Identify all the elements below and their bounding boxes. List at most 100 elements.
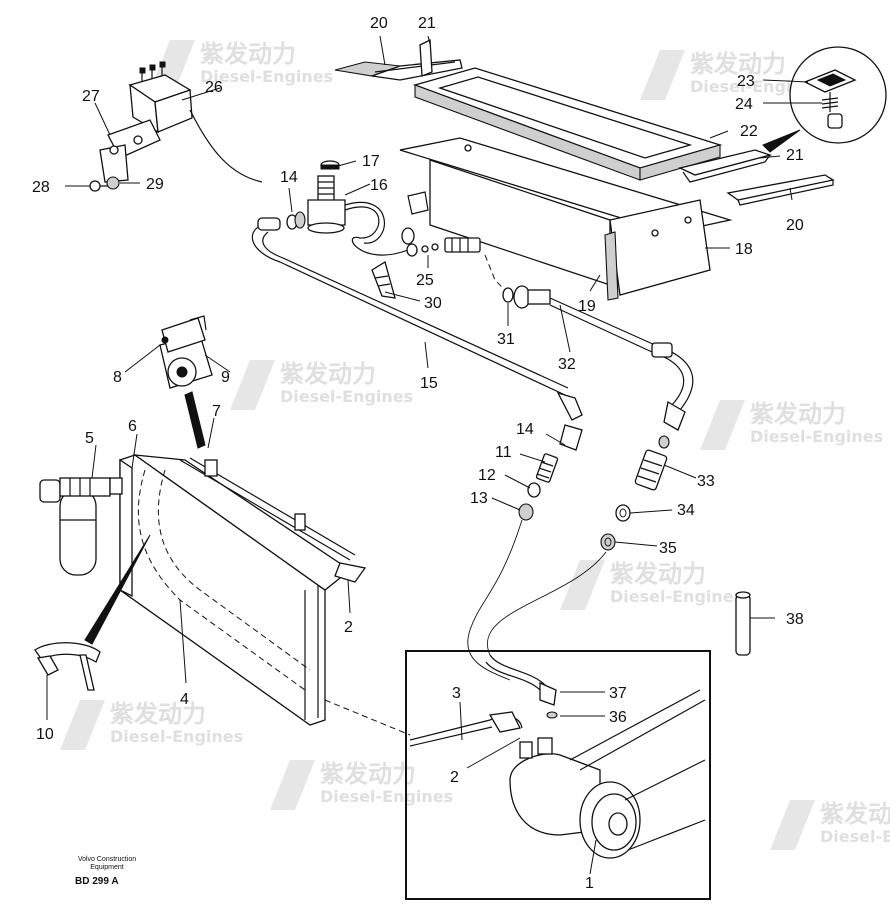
svg-text:紫发动力: 紫发动力 [200,40,296,68]
svg-text:Diesel-Engines: Diesel-Engines [280,387,413,406]
hose-3-inset [409,711,523,747]
watermark: 紫发动力 Diesel-Engines [770,800,890,850]
inset-compressor-frame [405,650,711,900]
part-20-right-strip [726,174,835,206]
callout-20: 20 [370,15,388,32]
callout-21: 21 [418,15,436,32]
watermark: 紫发动力 Diesel-Engines [700,400,883,450]
callout-18: 18 [735,241,753,258]
callout-2: 2 [344,619,353,636]
callout-22: 22 [740,123,758,140]
watermark: 紫发动力 Diesel-Engines [270,760,453,810]
part-7-bracket [184,391,206,449]
part-28-29-screw-nut [89,176,120,192]
part-5-receiver-dryer [39,477,123,576]
callout-32: 32 [558,356,576,373]
svg-text:Diesel-Engines: Diesel-Engines [110,727,243,746]
part-14-fitting-top [286,211,306,230]
part-38-sleeve [735,591,751,656]
callout-15: 15 [420,375,438,392]
part-27-bracket [99,119,161,183]
svg-text:Diesel-Engines: Diesel-Engines [320,787,453,806]
svg-text:紫发动力: 紫发动力 [610,560,706,588]
part-34-ring [615,504,631,522]
callout-7: 7 [212,403,221,420]
callout-19: 19 [578,298,596,315]
callout-11: 11 [495,444,512,461]
svg-text:紫发动力: 紫发动力 [820,800,890,828]
part-1-compressor [509,689,706,859]
callout-9: 9 [221,369,230,386]
callout-5: 5 [85,430,94,447]
watermark: 紫发动力 Diesel-Engines [230,360,413,410]
callout-6: 6 [128,418,137,435]
callout-25: 25 [416,272,434,289]
callout-12: 12 [478,467,496,484]
callout-20: 20 [786,217,804,234]
figure-code: BD 299 A [75,876,119,887]
callout-29: 29 [146,176,164,193]
svg-text:Diesel-Engines: Diesel-Engines [750,427,883,446]
part-21-right-strip [678,149,773,183]
part-14-fitting-lower [559,424,583,451]
svg-text:Diesel-Engines: Diesel-Engines [610,587,743,606]
caption-line-1: Volvo Construction [77,856,137,863]
leader-lines [46,35,822,875]
callout-27: 27 [82,88,100,105]
callout-3: 3 [452,685,461,702]
part-35-ring [600,533,616,551]
callout-16: 16 [370,177,388,194]
callout-14: 14 [516,421,534,438]
manufacturer-caption: Volvo Construction Equipment [62,856,152,872]
callout-1: 1 [585,875,594,892]
callout-17: 17 [362,153,380,170]
svg-text:紫发动力: 紫发动力 [320,760,416,788]
callout-13: 13 [470,490,488,507]
part-22-frame [412,67,723,181]
callout-37: 37 [609,685,627,702]
callout-34: 34 [677,502,695,519]
callout-21: 21 [786,147,804,164]
callout-28: 28 [32,179,50,196]
part-9-blower [159,315,213,389]
hose-15 [251,217,583,421]
callout-labels: 1 2 2 3 4 5 6 7 8 9 10 11 12 13 14 14 15… [32,15,804,892]
callout-4: 4 [180,691,189,708]
part-13-ring [518,503,534,521]
svg-text:Diesel-Engines: Diesel-Engines [200,67,333,86]
callout-14: 14 [280,169,298,186]
callout-35: 35 [659,540,677,557]
caption-line-2: Equipment [90,864,124,871]
callout-31: 31 [497,331,515,348]
part-11-fitting [535,453,559,483]
svg-text:紫发动力: 紫发动力 [750,400,846,428]
callout-33: 33 [697,473,715,490]
part-36-37-fitting [485,654,558,719]
part-10-strap [34,534,151,691]
watermark: 紫发动力 Diesel-Engines [60,700,243,750]
callout-36: 36 [609,709,627,726]
part-30-clip [371,260,396,299]
part-4-condenser [119,454,367,726]
part-33-fitting [634,435,670,491]
svg-text:紫发动力: 紫发动力 [110,700,206,728]
hose-to-inset [324,699,411,736]
watermark: 紫发动力 Diesel-Engines [560,560,743,610]
callout-8: 8 [113,369,122,386]
callout-30: 30 [424,295,442,312]
detail-circle-23-24 [762,46,887,153]
part-19-evaporator-housing [399,137,733,301]
part-25-fitting [421,237,481,253]
part-26-relay [128,61,263,183]
callout-10: 10 [36,726,54,743]
callout-2: 2 [450,769,459,786]
part-31-ring [502,287,514,303]
part-17-cap [320,160,340,170]
part-8-bolt [161,336,169,344]
callout-23: 23 [737,73,755,90]
hose-16-line [344,202,418,257]
svg-text:Diesel-Engines: Diesel-Engines [820,827,890,846]
callout-26: 26 [205,79,223,96]
svg-text:紫发动力: 紫发动力 [280,360,376,388]
